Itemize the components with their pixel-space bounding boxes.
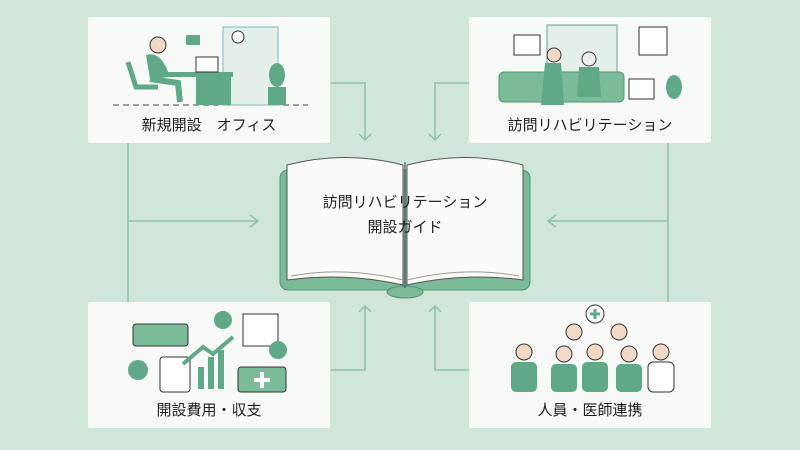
medical-staff-icon: [511, 304, 675, 393]
card-label: 訪問リハビリテーション: [507, 116, 673, 134]
home-rehab-icon: [498, 24, 682, 105]
card-staff: 人員・医師連携: [469, 302, 711, 428]
card-home-rehab: 訪問リハビリテーション: [469, 17, 711, 143]
book-title-line1: 訪問リハビリテーション: [322, 193, 488, 211]
book-title-line2: 開設ガイド: [367, 218, 443, 236]
card-label: 新規開設 オフィス: [141, 116, 277, 134]
open-book-icon: [279, 157, 531, 299]
arrow-top-left: [331, 82, 372, 142]
arrow-top-right: [428, 82, 469, 142]
book-title: 訪問リハビリテーション 開設ガイド: [300, 190, 510, 240]
card-new-office: 新規開設 オフィス: [88, 17, 330, 143]
money-finance-icon: [128, 311, 287, 393]
card-costs: 開設費用・収支: [88, 302, 330, 428]
arrow-bottom-right: [428, 304, 469, 371]
arrow-left: [128, 214, 260, 228]
office-worker-icon: [113, 26, 308, 106]
card-label: 人員・医師連携: [537, 401, 643, 419]
arrow-bottom-left: [331, 304, 372, 371]
arrow-right: [546, 214, 668, 228]
card-label: 開設費用・収支: [156, 401, 262, 419]
